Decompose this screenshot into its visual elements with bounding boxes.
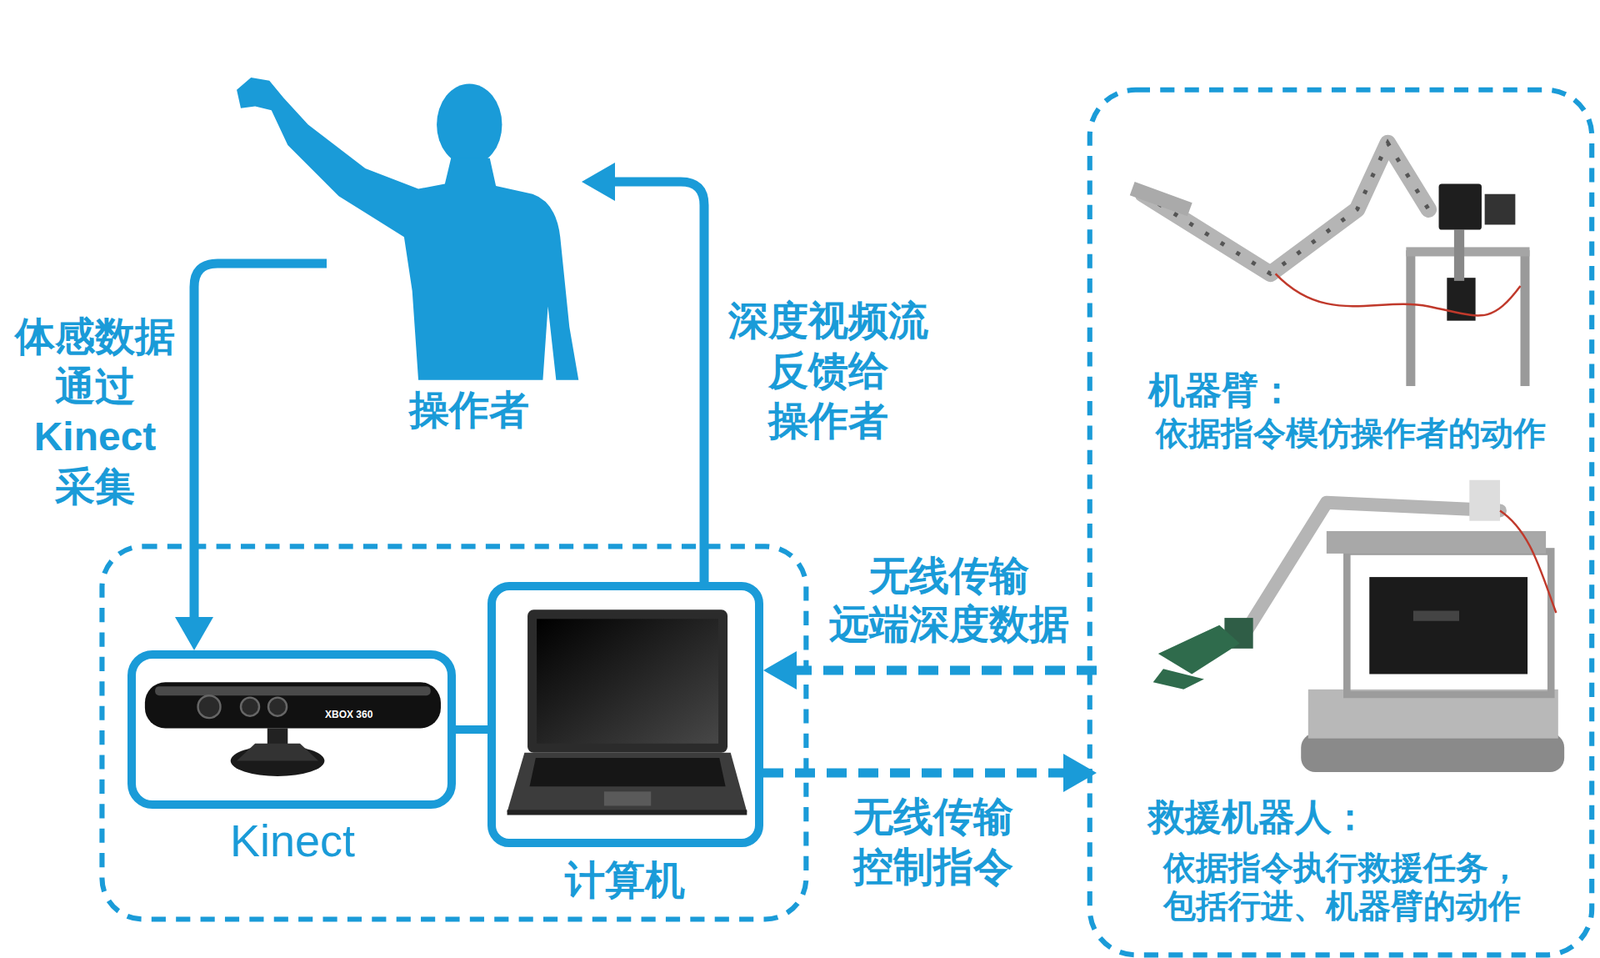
connector-line: [793, 665, 1097, 675]
operator-silhouette: [236, 77, 579, 380]
frame-bar: [1405, 246, 1530, 256]
sensor: [1413, 610, 1460, 621]
gripper-jaw: [1158, 625, 1240, 675]
laptop-base: [507, 752, 748, 812]
wire: [1275, 273, 1521, 315]
arm-bracket: [1130, 181, 1193, 216]
laptop-touchpad: [604, 790, 651, 805]
group-outline: [1090, 90, 1592, 955]
frame-post: [1520, 250, 1530, 386]
device-logo: XBOX 360: [325, 709, 373, 720]
servo: [1485, 194, 1516, 225]
robot-arm: [1240, 502, 1500, 642]
kinect-lens: [240, 697, 260, 716]
edge-label: 体感数据 通过 Kinect 采集: [3, 311, 187, 512]
servo: [1439, 183, 1482, 230]
wire: [1500, 510, 1556, 612]
arm-servo: [1469, 480, 1500, 521]
panel-description: 依据指令模仿操作者的动作: [1155, 414, 1546, 453]
connector: [581, 162, 705, 582]
rescue-robot-panel: 救援机器人： 依据指令执行救援任务， 包括行进、机器臂的动作: [1096, 467, 1577, 934]
body-box: [1369, 576, 1528, 674]
laptop-screen: [536, 618, 719, 743]
robot-arm-photo: [1130, 142, 1530, 386]
kinect-highlight: [155, 685, 431, 695]
kinect-bar: [145, 681, 441, 728]
connector-line: [194, 263, 327, 620]
kinect-label: Kinect: [167, 815, 418, 865]
kinect-box: Kinect: [127, 650, 456, 809]
kinect-lens: [198, 695, 221, 718]
kinect-device: [145, 681, 441, 776]
arrowhead: [1063, 753, 1097, 792]
panel-description: 依据指令执行救援任务， 包括行进、机器臂的动作: [1163, 848, 1535, 925]
rescue-robot-photo: [1153, 480, 1565, 772]
operator-label: 操作者: [369, 385, 570, 435]
connector: [455, 729, 488, 730]
frame-post: [1405, 250, 1415, 386]
connector-line: [763, 768, 1067, 778]
track: [1300, 733, 1565, 773]
gripper-jaw: [1153, 668, 1205, 689]
panel-heading: 机器臂：: [1148, 367, 1295, 413]
arrowhead: [175, 616, 214, 650]
connector: [175, 263, 327, 650]
connector: [763, 753, 1097, 792]
top-plate: [1326, 530, 1546, 554]
connector: [763, 650, 1097, 690]
connector-line: [455, 725, 488, 734]
computer-label: 计算机: [500, 855, 750, 905]
edge-label: 无线传输 远端深度数据: [820, 551, 1079, 649]
arrowhead: [763, 650, 797, 690]
arrowhead: [581, 162, 615, 201]
laptop-edge: [507, 809, 748, 815]
laptop-lid: [527, 609, 728, 752]
edge-label: 无线传输 控制指令: [804, 791, 1063, 892]
body-frame: [1346, 550, 1551, 694]
computer-box: 计算机: [487, 581, 764, 847]
laptop-keyboard: [530, 757, 726, 786]
operator-body: [236, 77, 579, 380]
edge-label: 深度视频流 反馈给 操作者: [720, 295, 937, 446]
operator-head: [436, 83, 502, 165]
operator-figure: 操作者: [326, 76, 582, 440]
shaft: [1454, 230, 1465, 281]
laptop: [507, 609, 748, 815]
kinect-lens: [268, 697, 287, 716]
kinect-base-top: [236, 743, 319, 761]
connector-line: [611, 181, 705, 582]
panel-heading: 救援机器人：: [1148, 794, 1369, 840]
group-outline: [101, 545, 806, 919]
robot-arm-panel: 机器臂：依据指令模仿操作者的动作: [1122, 117, 1577, 460]
